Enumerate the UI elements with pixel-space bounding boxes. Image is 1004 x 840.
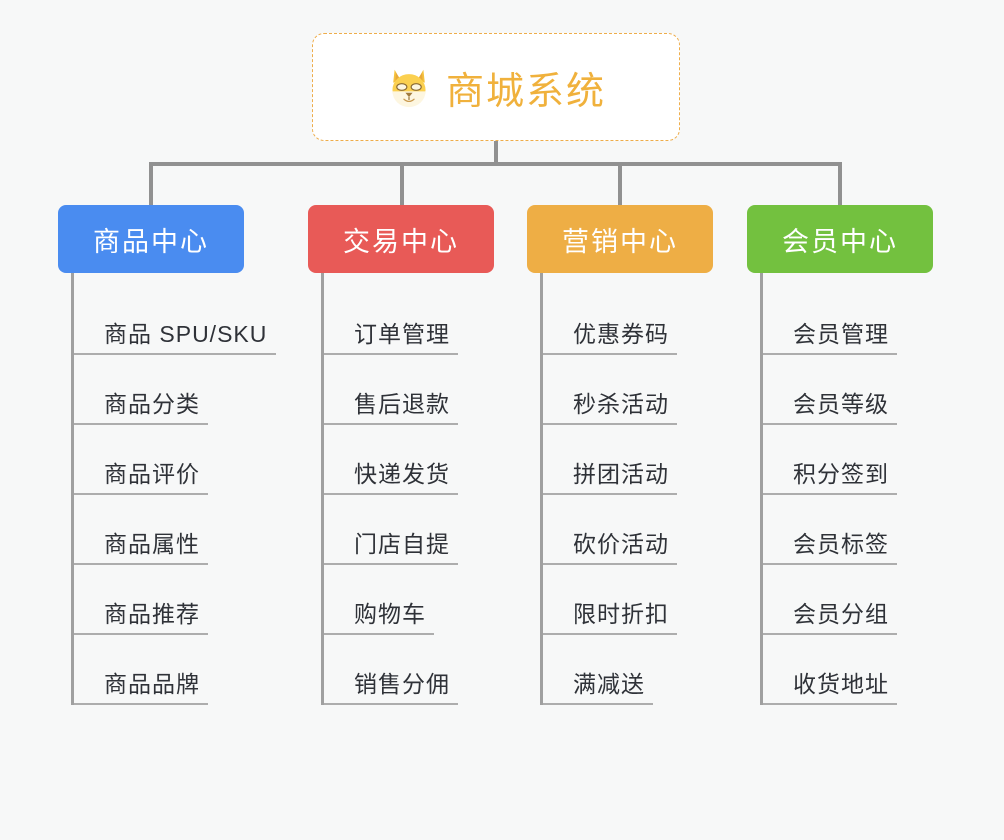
leaf-item[interactable]: 售后退款 [324, 355, 494, 425]
leaf-item-label: 会员管理 [793, 321, 889, 347]
leaf-item-label: 商品评价 [104, 461, 200, 487]
branch-header-2[interactable]: 营销中心 [527, 205, 713, 273]
leaf-item-label: 秒杀活动 [573, 391, 669, 417]
leaf-item[interactable]: 秒杀活动 [543, 355, 713, 425]
branch-column-3: 会员中心 会员管理会员等级积分签到会员标签会员分组收货地址 [747, 205, 933, 705]
leaf-item-underline [74, 493, 208, 495]
leaf-item[interactable]: 限时折扣 [543, 565, 713, 635]
branch-header-3[interactable]: 会员中心 [747, 205, 933, 273]
leaf-item[interactable]: 会员分组 [763, 565, 933, 635]
leaf-item[interactable]: 商品推荐 [74, 565, 244, 635]
leaf-item-label: 商品分类 [104, 391, 200, 417]
leaf-item-underline [543, 423, 677, 425]
branch-header-0[interactable]: 商品中心 [58, 205, 244, 273]
branch-leaf-list-3: 会员管理会员等级积分签到会员标签会员分组收货地址 [760, 273, 933, 705]
leaf-item[interactable]: 订单管理 [324, 285, 494, 355]
branch-column-0: 商品中心 商品 SPU/SKU 商品分类商品评价商品属性商品推荐商品品牌 [58, 205, 276, 705]
leaf-item-underline [324, 423, 458, 425]
leaf-item-underline [74, 633, 208, 635]
leaf-item-label: 门店自提 [354, 531, 450, 557]
leaf-item-label: 商品属性 [104, 531, 200, 557]
leaf-item-label: 会员等级 [793, 391, 889, 417]
leaf-item-label: 会员分组 [793, 601, 889, 627]
leaf-item[interactable]: 商品属性 [74, 495, 244, 565]
leaf-item-label: 收货地址 [793, 671, 889, 697]
leaf-item[interactable]: 商品品牌 [74, 635, 244, 705]
leaf-item-label: 积分签到 [793, 461, 889, 487]
connector-drop-4 [838, 162, 842, 207]
leaf-item-label: 优惠券码 [573, 321, 669, 347]
branch-header-1[interactable]: 交易中心 [308, 205, 494, 273]
leaf-item-underline [763, 493, 897, 495]
leaf-item-underline [74, 353, 276, 355]
leaf-item[interactable]: 商品分类 [74, 355, 244, 425]
branch-leaf-list-2: 优惠券码秒杀活动拼团活动砍价活动限时折扣满减送 [540, 273, 713, 705]
leaf-item-underline [763, 703, 897, 705]
leaf-item-underline [543, 633, 677, 635]
leaf-item-label: 商品推荐 [104, 601, 200, 627]
leaf-item[interactable]: 满减送 [543, 635, 713, 705]
connector-horizontal-bar [149, 162, 842, 166]
leaf-item-label: 销售分佣 [354, 671, 450, 697]
leaf-item[interactable]: 优惠券码 [543, 285, 713, 355]
connector-drop-2 [400, 162, 404, 207]
leaf-item[interactable]: 商品评价 [74, 425, 244, 495]
leaf-item[interactable]: 会员等级 [763, 355, 933, 425]
leaf-item[interactable]: 快递发货 [324, 425, 494, 495]
leaf-item-underline [74, 703, 208, 705]
leaf-item[interactable]: 购物车 [324, 565, 494, 635]
branch-column-2: 营销中心 优惠券码秒杀活动拼团活动砍价活动限时折扣满减送 [527, 205, 713, 705]
connector-drop-1 [149, 162, 153, 207]
leaf-item-label: 商品品牌 [104, 671, 200, 697]
leaf-item-underline [763, 563, 897, 565]
root-title: 商城系统 [445, 70, 606, 113]
leaf-item[interactable]: 会员管理 [763, 285, 933, 355]
leaf-item-underline [543, 703, 653, 705]
connector-stem [494, 141, 498, 165]
leaf-item-label: 快递发货 [354, 461, 450, 487]
leaf-item-underline [324, 703, 458, 705]
leaf-item-label: 砍价活动 [573, 531, 669, 557]
leaf-item-label: 限时折扣 [573, 601, 669, 627]
leaf-item-underline [324, 493, 458, 495]
leaf-item-underline [324, 633, 434, 635]
branch-leaf-list-1: 订单管理售后退款快递发货门店自提购物车销售分佣 [321, 273, 494, 705]
leaf-item-underline [543, 563, 677, 565]
leaf-item[interactable]: 砍价活动 [543, 495, 713, 565]
leaf-item-label: 订单管理 [354, 321, 450, 347]
leaf-item-label: 商品 SPU/SKU [104, 321, 268, 347]
dog-face-icon [386, 64, 432, 110]
leaf-item-underline [763, 633, 897, 635]
leaf-item-label: 购物车 [354, 601, 426, 627]
branch-leaf-list-0: 商品 SPU/SKU 商品分类商品评价商品属性商品推荐商品品牌 [71, 273, 276, 705]
leaf-item[interactable]: 销售分佣 [324, 635, 494, 705]
leaf-item[interactable]: 拼团活动 [543, 425, 713, 495]
leaf-item-label: 满减送 [573, 671, 645, 697]
leaf-item-underline [74, 423, 208, 425]
leaf-item-label: 会员标签 [793, 531, 889, 557]
leaf-item[interactable]: 商品 SPU/SKU [74, 285, 276, 355]
connector-drop-3 [618, 162, 622, 207]
leaf-item-underline [543, 353, 677, 355]
root-node[interactable]: 商城系统 [312, 33, 680, 141]
leaf-item-underline [74, 563, 208, 565]
leaf-item-underline [543, 493, 677, 495]
leaf-item[interactable]: 收货地址 [763, 635, 933, 705]
leaf-item[interactable]: 积分签到 [763, 425, 933, 495]
leaf-item-underline [324, 353, 458, 355]
branch-column-1: 交易中心 订单管理售后退款快递发货门店自提购物车销售分佣 [308, 205, 494, 705]
leaf-item-underline [763, 423, 897, 425]
leaf-item-label: 售后退款 [354, 391, 450, 417]
leaf-item[interactable]: 门店自提 [324, 495, 494, 565]
leaf-item[interactable]: 会员标签 [763, 495, 933, 565]
leaf-item-underline [763, 353, 897, 355]
leaf-item-underline [324, 563, 458, 565]
leaf-item-label: 拼团活动 [573, 461, 669, 487]
